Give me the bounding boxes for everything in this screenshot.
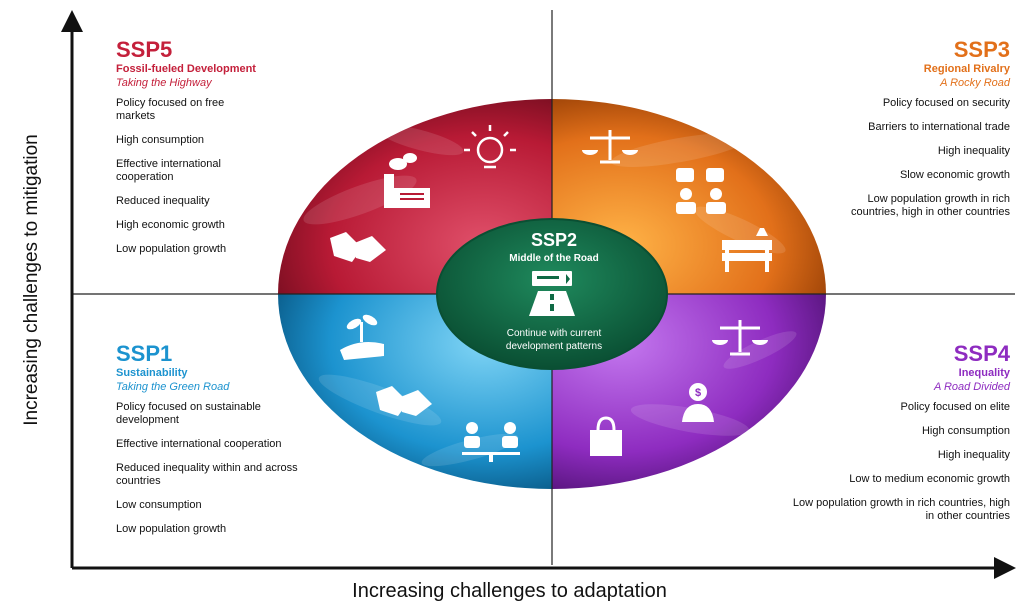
list-item: Low to medium economic growth bbox=[849, 473, 1010, 485]
handshake-icon bbox=[376, 386, 432, 416]
factory-icon bbox=[384, 153, 430, 208]
list-item: Low consumption bbox=[116, 499, 202, 511]
list-item: Policy focused on security bbox=[882, 97, 1010, 109]
ssp3-subtitle: Regional Rivalry bbox=[923, 63, 1010, 75]
balanced-people-icon bbox=[462, 422, 520, 462]
ssp5-subtitle: Fossil-fueled Development bbox=[116, 63, 256, 75]
businessman-icon: $ bbox=[682, 383, 714, 422]
ssp5-road: Taking the Highway bbox=[116, 77, 212, 89]
list-item: Low population growth in rich countries,… bbox=[851, 193, 1010, 218]
ssp4-panel: SSP4 Inequality A Road Divided Policy fo… bbox=[780, 342, 1010, 534]
list-item: Reduced inequality bbox=[116, 195, 210, 207]
x-axis-arrowhead bbox=[994, 557, 1016, 579]
ssp1-panel: SSP1 Sustainability Taking the Green Roa… bbox=[116, 342, 341, 547]
shopping-bag-icon bbox=[590, 416, 622, 456]
ssp3-road: A Rocky Road bbox=[940, 77, 1010, 89]
lightbulb-icon bbox=[464, 125, 516, 169]
list-item: High economic growth bbox=[116, 219, 225, 231]
x-axis-label: Increasing challenges to adaptation bbox=[352, 580, 667, 602]
ssp3-title: SSP3 bbox=[953, 37, 1010, 62]
ssp4-road: A Road Divided bbox=[933, 381, 1010, 393]
ssp2-description: Continue with current development patter… bbox=[505, 328, 603, 352]
list-item: Effective international cooperation bbox=[116, 438, 282, 450]
list-item: High consumption bbox=[116, 134, 205, 146]
list-item: Effective international cooperation bbox=[116, 158, 221, 183]
ssp5-list: Policy focused on free markets High cons… bbox=[116, 97, 316, 256]
ssp3-list: Policy focused on security Barriers to i… bbox=[790, 97, 1010, 219]
ssp1-road: Taking the Green Road bbox=[116, 381, 230, 393]
people-disagree-icon bbox=[676, 168, 726, 214]
y-axis-label: Increasing challenges to mitigation bbox=[21, 134, 42, 426]
scales-icon bbox=[712, 320, 768, 356]
svg-text:$: $ bbox=[695, 387, 701, 399]
list-item: Reduced inequality within and across cou… bbox=[116, 462, 298, 487]
handshake-icon bbox=[330, 232, 386, 262]
list-item: Barriers to international trade bbox=[868, 121, 1010, 133]
ssp4-title: SSP4 bbox=[953, 341, 1010, 366]
scales-icon bbox=[582, 130, 638, 164]
ssp3-panel: SSP3 Regional Rivalry A Rocky Road Polic… bbox=[790, 38, 1010, 230]
ssp2-subtitle: Middle of the Road bbox=[509, 253, 599, 264]
ssp4-list: Policy focused on elite High consumption… bbox=[780, 401, 1010, 523]
list-item: Low population growth bbox=[116, 243, 227, 255]
ssp2-panel: SSP2 Middle of the Road Continue with cu… bbox=[438, 222, 670, 353]
ssp1-list: Policy focused on sustainable developmen… bbox=[116, 401, 341, 536]
ssp5-title: SSP5 bbox=[116, 37, 173, 62]
plant-hand-icon bbox=[340, 314, 384, 360]
list-item: High inequality bbox=[937, 449, 1010, 461]
ssp5-panel: SSP5 Fossil-fueled Development Taking th… bbox=[116, 38, 316, 267]
list-item: High inequality bbox=[937, 145, 1010, 157]
list-item: Policy focused on elite bbox=[900, 401, 1010, 413]
list-item: Low population growth in rich countries,… bbox=[792, 497, 1010, 522]
barrier-icon bbox=[722, 228, 772, 272]
list-item: Policy focused on free markets bbox=[116, 97, 225, 122]
ssp1-subtitle: Sustainability bbox=[116, 367, 188, 379]
ssp1-title: SSP1 bbox=[116, 341, 173, 366]
y-axis-arrowhead bbox=[61, 10, 83, 32]
list-item: Low population growth bbox=[116, 523, 227, 535]
list-item: Slow economic growth bbox=[899, 169, 1010, 181]
list-item: Policy focused on sustainable developmen… bbox=[116, 401, 261, 426]
ssp2-title: SSP2 bbox=[530, 230, 578, 250]
list-item: High consumption bbox=[921, 425, 1010, 437]
road-sign-icon bbox=[529, 271, 575, 316]
ssp4-subtitle: Inequality bbox=[958, 367, 1010, 379]
